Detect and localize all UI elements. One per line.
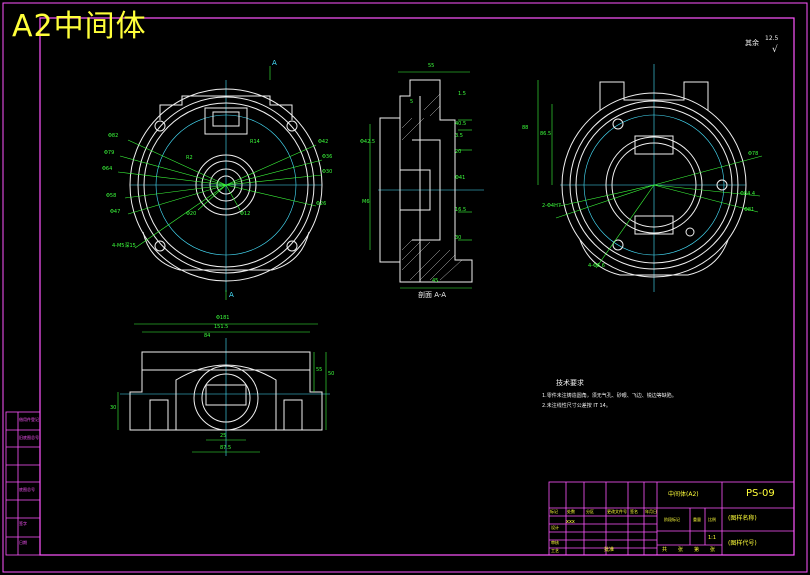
drawing-frame [39,17,795,556]
rev-cell-4: 日期 [19,540,27,545]
name-hint: (图样名称) [728,515,757,522]
tb-sheet-1: 张 [678,547,684,553]
dim-bottom-4: 30 [110,405,117,411]
dim-bottom-6: 87.5 [220,445,232,451]
rev-cell-2: 底图总号 [19,487,35,492]
roughness-symbol-icon: √ [772,45,778,55]
code-hint: (图样代号) [728,540,757,547]
material: xxx [566,519,575,525]
dim-front-13: R14 [250,139,260,145]
part-name: 中间体(A2) [668,491,699,498]
tech-req-item-2: 2.未注线性尺寸公差按 IT 14。 [542,403,611,409]
tb-approval-1: 审核 [551,540,559,545]
dim-sec-2: 40.5 [455,121,467,127]
dim-front-1: Φ79 [104,150,115,156]
tb-stage-1: 重量 [693,517,701,522]
dim-front-12: R2 [186,155,193,161]
dim-right-4: Φ78 [748,151,759,157]
dim-right-1: 86.5 [540,131,552,137]
dim-bottom-5: 25 [220,433,227,439]
dim-bottom-3: 50 [328,371,335,377]
scale: 1:1 [708,535,717,541]
title-block-lines [548,481,795,556]
tb-approval-2: 工艺 [551,548,559,553]
dim-front-2: Φ64 [102,166,113,172]
tb-row-label-4: 签名 [630,509,638,514]
dim-front-6: Φ36 [322,154,333,160]
dim-front-5: Φ42 [318,139,329,145]
dim-front-0: Φ82 [108,133,119,139]
dim-front-9: Φ20 [186,211,197,217]
rev-cell-0: 借用件登记 [19,417,39,422]
front-view [117,66,323,300]
dim-front-3: Φ58 [106,193,117,199]
tb-row-label-3: 更改文件号 [607,509,627,514]
tech-req-heading: 技术要求 [556,379,584,387]
section-marker-bottom: A [229,291,234,299]
left-revision-block [5,411,41,556]
dim-right-5: 2-Φ4H7 [542,203,562,209]
dim-right-2: Φ84.4 [740,191,756,197]
roughness-value: 12.5 [765,35,779,42]
tb-stage-0: 阶段标记 [664,517,680,522]
dim-sec-7: 30 [455,235,462,241]
section-label: 剖面 A-A [418,291,447,299]
tb-sheet-2: 第 [694,547,700,553]
rev-cell-3: 签字 [19,521,27,526]
tb-approval-0: 设计 [551,525,559,530]
right-view [537,64,763,292]
dim-front-7: Φ30 [322,169,333,175]
tb-row-label-1: 处数 [567,509,575,514]
approve: 批准 [604,547,615,553]
dim-front-10: Φ12 [240,211,251,217]
dim-sec-3: 3.5 [455,133,463,139]
dim-sec-1: 1.5 [458,91,466,97]
tb-row-label-2: 分区 [586,509,594,514]
dim-front-4: Φ47 [110,209,121,215]
tb-sheet-0: 共 [662,547,668,553]
dim-sec-8: 45 [432,278,439,284]
dim-right-6: 4-Φ6.6 [588,263,605,269]
drawing-title: A2中间体 [12,9,147,44]
dim-sec-4: 20 [455,149,462,155]
rev-cell-1: 旧底图总号 [19,435,39,440]
tb-row-label-5: 年月日 [645,509,657,514]
drawing-number: PS-09 [746,488,775,499]
dim-sec-5: Φ41 [455,175,466,181]
dim-sec-6: 16.5 [455,207,467,213]
bottom-view [117,323,330,456]
dim-front-11: 4-M5深15 [112,243,136,249]
dim-bottom-0: Φ181 [216,315,230,321]
section-view [369,71,484,289]
dim-bottom-1: 151.5 [214,324,229,330]
dim-right-3: Φ81 [744,207,755,213]
dim-right-0: 88 [522,125,529,131]
tech-req-item-1: 1.零件未注铸造圆角，须无气孔、砂眼、飞边、锐边等缺陷。 [542,393,677,399]
section-marker-top: A [272,59,277,67]
dim-bottom-2: 55 [316,367,323,373]
roughness-label: 其余 [745,39,759,47]
dim-sec-0: 55 [428,63,435,69]
tb-sheet-3: 张 [710,547,716,553]
dim-sec-9: 5 [410,99,414,105]
tb-row-label-0: 标记 [550,509,558,514]
dim-sec-11: M6 [362,199,370,205]
tb-stage-2: 比例 [708,517,716,522]
dim-sec-10: Φ42.5 [360,139,376,145]
dim-bottom-7: 84 [204,333,211,339]
dim-front-8: Φ26 [316,201,327,207]
